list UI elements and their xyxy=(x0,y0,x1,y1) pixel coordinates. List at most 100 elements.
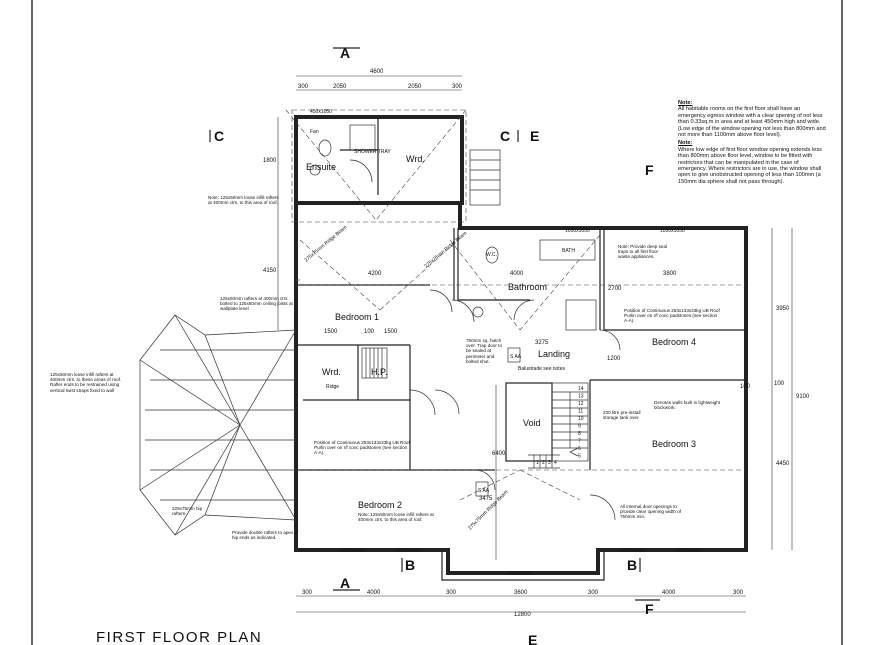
dim-mid-100: 100 xyxy=(364,329,375,335)
dim-bedroom1-width: 4200 xyxy=(368,271,382,277)
section-a-top: A xyxy=(340,45,350,61)
stair-number: 5 xyxy=(578,454,581,460)
note-rafters-left-box: 125x50mm rafters at 400mm ctrs. bolted t… xyxy=(220,296,293,312)
note-showers: Note: Provide deep seal traps to all fir… xyxy=(618,244,668,260)
dim-right-100: 100 xyxy=(774,381,785,387)
section-c-left: C xyxy=(214,128,224,144)
note-hip-rafters: 225x75mm hip rafters. xyxy=(172,506,203,517)
label-smoke-2: S AA xyxy=(478,488,490,494)
smoke-alarm-1-box xyxy=(507,347,521,363)
roof-steps xyxy=(469,149,501,206)
dim-bottom-seg4: 3600 xyxy=(514,590,528,596)
dimension-lines xyxy=(277,75,793,613)
dim-mid-1500-right: 1500 xyxy=(384,329,398,335)
dim-bath-2700: 2700 xyxy=(608,286,622,292)
note-door-openings-box: All internal door openings to provide cl… xyxy=(620,504,682,520)
stair-number: 12 xyxy=(578,401,584,407)
dim-bed4-100: 100 xyxy=(740,384,751,390)
label-ridge: Ridge xyxy=(326,384,339,390)
note-hip-rafters-box: 225x75mm hip rafters. xyxy=(172,506,203,517)
section-f-bottom: F xyxy=(645,601,654,617)
note-double-rafters: Provide double rafters to apex of hip en… xyxy=(232,530,299,541)
stair-number: 4 xyxy=(554,460,557,466)
dim-bottom-seg5: 300 xyxy=(588,590,599,596)
window-bed3b: 1050x1050 xyxy=(676,548,701,554)
dim-mid-1500-left: 1500 xyxy=(324,329,338,335)
hot-press-hatch xyxy=(361,347,388,379)
section-e-top: E xyxy=(530,128,539,144)
stair-number: 1 xyxy=(536,460,539,466)
window-bay: 1050x1050 xyxy=(508,571,533,577)
room-bathroom: Bathroom xyxy=(508,282,547,292)
note-lowedge-text: Where low edge of first floor window ope… xyxy=(678,146,822,185)
dim-bed4-1200: 1200 xyxy=(607,356,621,362)
note-main-heading: Note: xyxy=(678,100,693,106)
note-double-rafters-box: Provide double rafters to apex of hip en… xyxy=(232,530,299,541)
section-a-bottom: A xyxy=(340,575,350,591)
dim-top-overall: 4600 xyxy=(370,69,384,75)
window-bed2b: 1050x1050 xyxy=(396,548,421,554)
note-door-openings: All internal door openings to provide cl… xyxy=(620,504,682,520)
room-wardrobe-top: Wrd. xyxy=(406,154,425,164)
dim-top-seg3: 2050 xyxy=(408,84,422,90)
note-showers-box: Note: Provide deep seal traps to all fir… xyxy=(618,244,668,260)
dim-bottom-seg1: 300 xyxy=(302,590,313,596)
note-lowedge-heading: Note: xyxy=(678,140,693,147)
label-bath: BATH xyxy=(562,248,575,254)
smoke-alarm-2-box xyxy=(475,481,489,497)
note-cylinder-box: 230 litre pre-install storage tank over. xyxy=(603,410,641,420)
dim-bottom-seg7: 300 xyxy=(733,590,744,596)
room-wardrobe-mid: Wrd. xyxy=(322,367,341,377)
note-purlin-bed4-box: Position of Continuous 253x133x33kg UB R… xyxy=(624,308,720,323)
room-hot-press: H.P. xyxy=(371,367,387,377)
note-ridge-2: 275x75mm Ridge Beam xyxy=(423,230,468,269)
note-purlin-bed1-box: Position of Continuous 253x133x33kg UB R… xyxy=(314,440,410,456)
dim-bottom-overall: 12800 xyxy=(514,612,531,618)
section-e-bottom: E xyxy=(528,632,537,645)
stair-number: 6 xyxy=(578,446,581,452)
dim-right-9100: 9100 xyxy=(796,394,810,400)
note-hatch-box: 750mm sq. hatch over. Trap door to be se… xyxy=(466,338,503,364)
note-infill-top-box: Note: 125x50mm loose infill rafters at 4… xyxy=(208,195,279,206)
dim-stair-3475: 3475 xyxy=(479,496,493,502)
note-hatch: 750mm sq. hatch over. Trap door to be se… xyxy=(466,338,503,364)
note-rafters-left: 125x50mm rafters at 400mm ctrs. bolted t… xyxy=(220,296,293,312)
label-fan: Fan xyxy=(310,129,319,135)
note-ridge-1: 275x75mm Ridge Beam xyxy=(303,224,348,263)
label-wc: W.C. xyxy=(486,252,497,258)
hip-roof-left xyxy=(139,314,297,536)
dim-left-ensuite: 1800 xyxy=(263,158,277,164)
dim-top-seg1: 300 xyxy=(298,84,309,90)
window-bed2a: 1050x1050 xyxy=(340,548,365,554)
roof-lines xyxy=(285,109,746,501)
dim-top-seg4: 300 xyxy=(452,84,463,90)
note-infill-left-box: 125x50mm loose infill rafters at 400mm c… xyxy=(50,372,122,393)
dim-bottom-seg2: 4000 xyxy=(367,590,381,596)
section-b-right: B xyxy=(627,557,637,573)
note-walls-built: Denotes walls built in lightweight block… xyxy=(654,400,721,411)
door-swings xyxy=(349,159,621,521)
label-shower-tray: SHOWER TRAY xyxy=(354,149,391,155)
drawing-title: FIRST FLOOR PLAN xyxy=(96,629,262,645)
window-450: 450x1050 xyxy=(310,109,332,115)
room-bedroom2: Bedroom 2 xyxy=(358,500,402,510)
room-bedroom3: Bedroom 3 xyxy=(652,439,696,449)
room-landing: Landing xyxy=(538,349,570,359)
note-infill-bottom-box: Note: 125x50mm loose infill rafters at 4… xyxy=(358,512,434,523)
dim-bathroom-width: 4000 xyxy=(510,271,524,277)
section-b-left: B xyxy=(405,557,415,573)
label-balustrade: Balustrade see notes xyxy=(518,366,565,372)
stair-number: 2 xyxy=(542,460,545,466)
note-infill-bottom: Note: 125x50mm loose infill rafters at 4… xyxy=(358,512,434,523)
room-bedroom1: Bedroom 1 xyxy=(335,312,379,322)
note-infill-top: Note: 125x50mm loose infill rafters at 4… xyxy=(208,195,279,206)
dim-bedroom4-width: 3800 xyxy=(663,271,677,277)
note-infill-left: 125x50mm loose infill rafters at 400mm c… xyxy=(50,372,122,393)
window-bed4: 1050x1050 xyxy=(660,228,685,234)
dim-right-3950: 3950 xyxy=(776,306,790,312)
section-lines xyxy=(209,47,660,601)
stair-number: 3 xyxy=(548,460,551,466)
note-purlin-bed1: Position of Continuous 253x133x33kg UB R… xyxy=(314,440,410,456)
stair-number: 9 xyxy=(578,424,581,430)
